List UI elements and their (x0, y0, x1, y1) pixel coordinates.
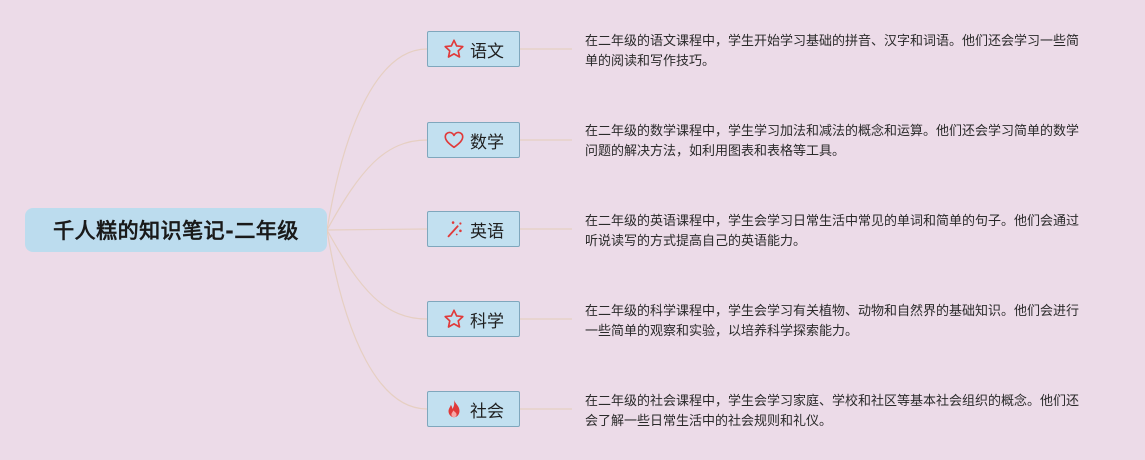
branch-yingyu[interactable]: 英语 (427, 211, 520, 247)
connector-root-to-yuwen (326, 48, 428, 231)
branch-label: 数学 (470, 132, 504, 153)
flame-icon (443, 398, 465, 420)
branch-label: 语文 (470, 41, 504, 62)
branch-label: 科学 (470, 311, 504, 332)
branch-shehui[interactable]: 社会 (427, 391, 520, 427)
connector-root-to-kexue (326, 229, 428, 320)
branch-label: 社会 (470, 401, 504, 422)
connector-root-to-shehui (326, 229, 428, 410)
root-topic-label: 千人糕的知识笔记-二年级 (53, 219, 299, 243)
branch-label: 英语 (470, 221, 504, 242)
branch-shuxue[interactable]: 数学 (427, 122, 520, 158)
branch-yuwen[interactable]: 语文 (427, 31, 520, 67)
heart-outline-icon (443, 129, 465, 151)
connector-root-to-yingyu (326, 228, 428, 231)
connector-root-to-shuxue (326, 139, 428, 231)
sparkle-icon (443, 218, 465, 240)
branch-kexue[interactable]: 科学 (427, 301, 520, 337)
description-yuwen: 在二年级的语文课程中，学生开始学习基础的拼音、汉字和词语。他们还会学习一些简单的… (585, 34, 1080, 69)
description-shuxue: 在二年级的数学课程中，学生学习加法和减法的概念和运算。他们还会学习简单的数学问题… (585, 124, 1080, 159)
star-outline-icon (443, 308, 465, 330)
description-yingyu: 在二年级的英语课程中，学生会学习日常生活中常见的单词和简单的句子。他们会通过听说… (585, 214, 1080, 249)
star-outline-icon (443, 38, 465, 60)
root-topic[interactable]: 千人糕的知识笔记-二年级 (25, 208, 327, 252)
description-shehui: 在二年级的社会课程中，学生会学习家庭、学校和社区等基本社会组织的概念。他们还会了… (585, 394, 1080, 429)
description-kexue: 在二年级的科学课程中，学生会学习有关植物、动物和自然界的基础知识。他们会进行一些… (585, 304, 1080, 339)
